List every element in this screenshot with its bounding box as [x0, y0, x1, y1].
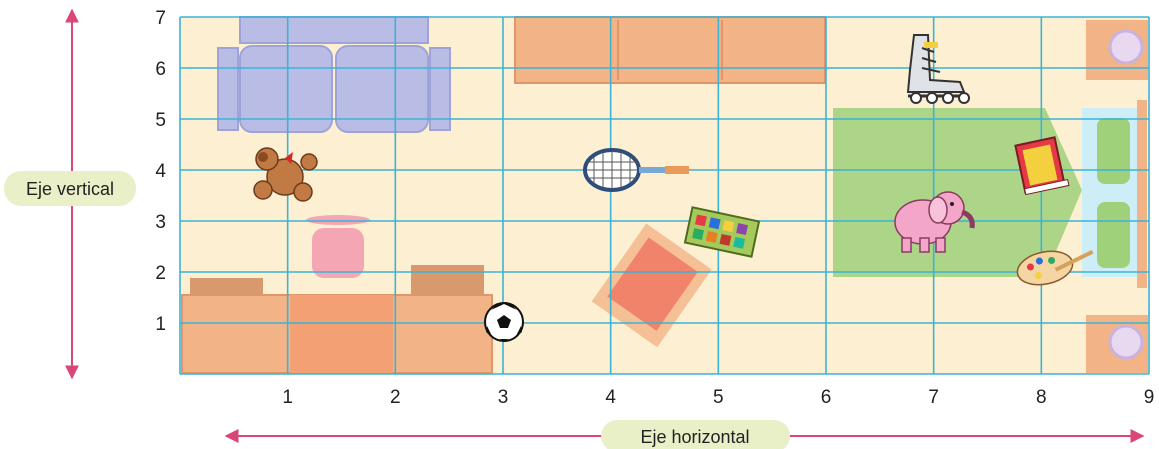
x-tick-label: 8 — [1036, 387, 1047, 408]
chair-icon — [591, 223, 712, 348]
teddy-bear-icon — [253, 147, 318, 202]
x-tick-label: 9 — [1144, 387, 1155, 408]
y-tick-label: 5 — [155, 110, 166, 131]
vertical-axis-label: Eje vertical — [26, 179, 114, 199]
x-tick-label: 2 — [390, 387, 401, 408]
cabinet-top — [514, 16, 826, 84]
x-tick-label: 3 — [498, 387, 509, 408]
x-tick-label: 4 — [605, 387, 616, 408]
x-tick-label: 7 — [928, 387, 939, 408]
palette-icon — [1016, 249, 1094, 286]
tick-labels: 1 2 3 4 5 6 7 8 9 1 2 3 4 5 6 7 — [155, 8, 1154, 408]
furniture-layer — [181, 16, 1148, 374]
tennis-racket-icon — [583, 148, 689, 192]
objects-layer — [253, 34, 1094, 342]
lamp-icon — [1086, 20, 1148, 373]
roller-skates-icon — [906, 34, 970, 104]
paint-box-icon — [683, 206, 761, 258]
vertical-axis-label-pill: Eje vertical — [4, 171, 136, 206]
y-tick-label: 6 — [155, 59, 166, 80]
book-icon — [1014, 136, 1070, 196]
horizontal-axis-label-pill: Eje horizontal — [601, 420, 790, 449]
y-tick-label: 2 — [155, 263, 166, 284]
y-tick-label: 7 — [155, 8, 166, 29]
soccer-ball-icon — [484, 302, 524, 342]
stool-icon — [306, 215, 370, 278]
y-tick-label: 3 — [155, 212, 166, 233]
horizontal-axis-label: Eje horizontal — [640, 427, 749, 447]
x-tick-label: 5 — [713, 387, 724, 408]
elephant-icon — [894, 191, 975, 253]
x-tick-label: 1 — [282, 387, 293, 408]
x-tick-label: 6 — [821, 387, 832, 408]
y-tick-label: 4 — [155, 161, 166, 182]
y-tick-label: 1 — [155, 314, 166, 335]
